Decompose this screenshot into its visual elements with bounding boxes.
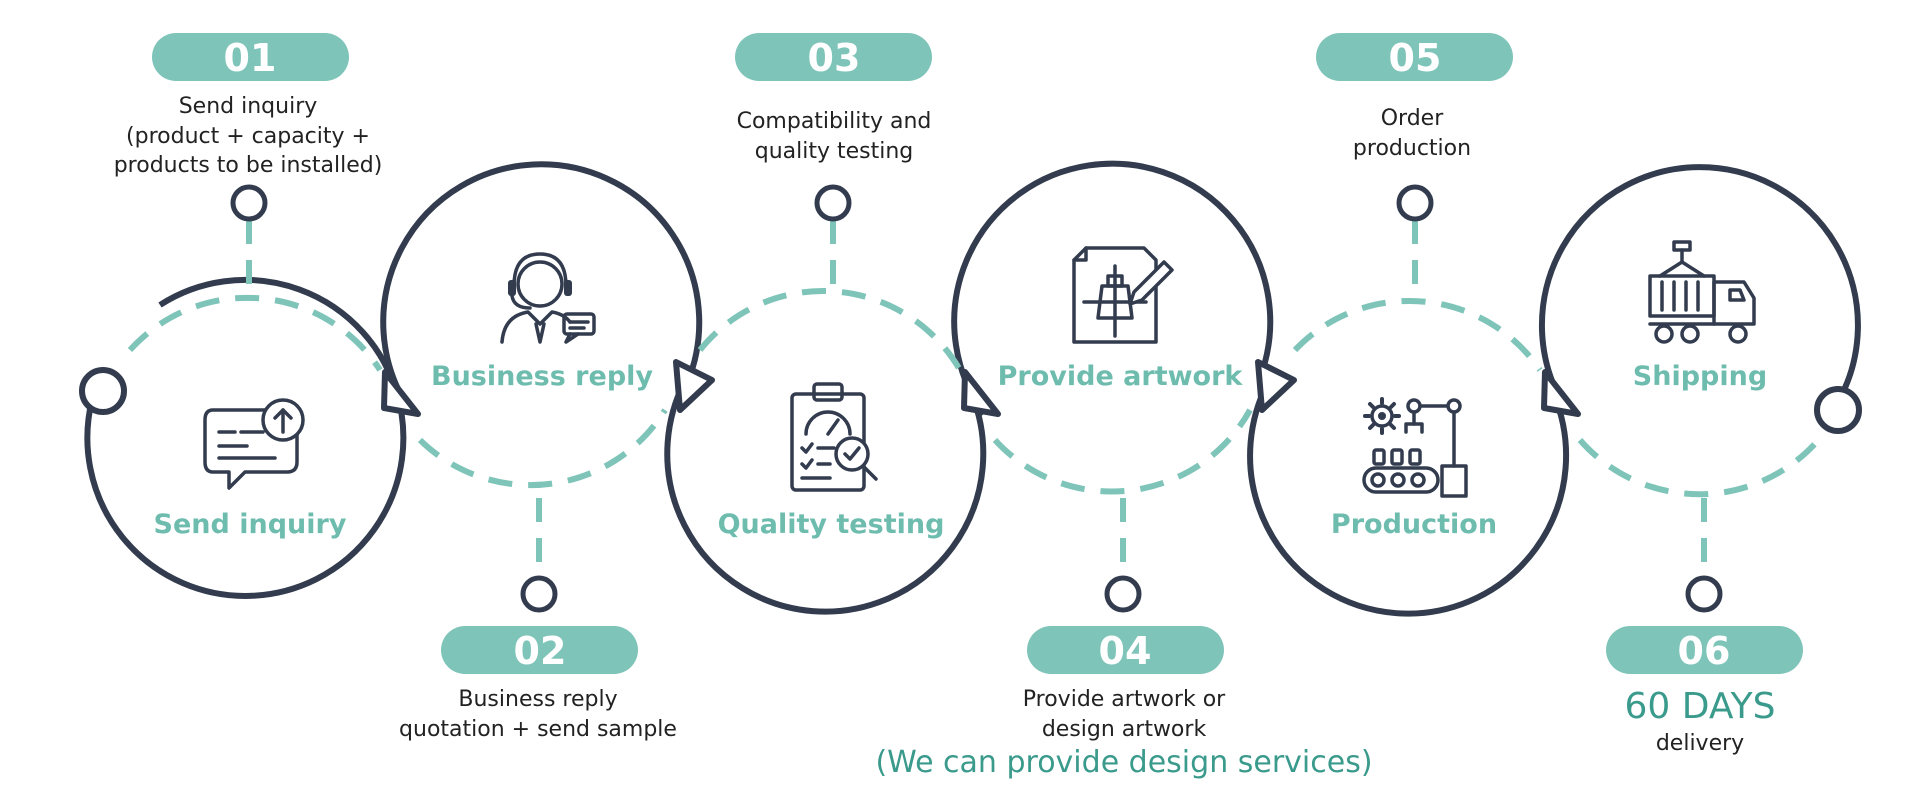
step-4-desc-line-2: design artwork [1042,717,1207,742]
badge-03: 03 [735,33,932,81]
badge-02: 02 [441,626,638,674]
circle-step-1 [79,276,407,599]
clipboard-inspection-icon [790,382,878,492]
description-step-3: Compatibility and quality testing [737,109,932,164]
description-step-1: Send inquiry (product + capacity + produ… [114,94,383,178]
dashed-arcs [127,287,1823,498]
circle-step-3 [664,359,987,615]
badge-05: 05 [1316,33,1513,81]
badge-04-number: 04 [1099,629,1152,673]
support-agent-icon [500,252,596,344]
step-5-desc-line-1: Order [1381,106,1444,131]
step-2-desc-line-2: quotation + send sample [399,717,677,742]
step-3-title: Quality testing [718,509,945,540]
badge-05-number: 05 [1389,36,1442,80]
description-step-5: Order production [1353,106,1471,161]
description-step-4: Provide artwork or design artwork (We ca… [875,687,1372,780]
step-5-desc-line-2: production [1353,136,1471,161]
step-1-desc-line-3: products to be installed) [114,153,383,178]
step-4-title: Provide artwork [998,361,1244,392]
badge-04: 04 [1027,626,1224,674]
circle-step-5 [1247,359,1570,617]
step-6-desc-line-1: delivery [1656,731,1744,756]
step-2-desc-line-1: Business reply [458,687,617,712]
container-truck-icon [1648,240,1756,344]
badge-01-number: 01 [224,36,277,80]
circle-step-6 [1538,164,1862,434]
factory-robot-icon [1362,397,1468,498]
step-5-title: Production [1331,509,1497,540]
connectors [230,184,1723,613]
description-step-2: Business reply quotation + send sample [399,687,677,742]
step-4-desc-line-1: Provide artwork or [1023,687,1226,712]
badge-01: 01 [152,33,349,81]
step-6-highlight: 60 DAYS [1624,686,1775,727]
circle-step-4 [951,160,1274,417]
chat-upload-icon [203,398,305,490]
circle-step-2 [380,161,703,417]
badge-06: 06 [1606,626,1803,674]
badge-02-number: 02 [514,629,567,673]
badge-03-number: 03 [808,36,861,80]
step-3-desc-line-2: quality testing [755,139,914,164]
description-step-6: 60 DAYS delivery [1624,686,1775,756]
badge-06-number: 06 [1678,629,1731,673]
step-4-note: (We can provide design services) [875,745,1372,780]
step-6-title: Shipping [1633,361,1767,392]
step-2-title: Business reply [431,361,653,392]
step-1-desc-line-1: Send inquiry [179,94,318,119]
artwork-design-icon [1072,246,1174,344]
step-3-desc-line-1: Compatibility and [737,109,932,134]
step-1-title: Send inquiry [154,509,347,540]
step-1-desc-line-2: (product + capacity + [126,124,370,149]
